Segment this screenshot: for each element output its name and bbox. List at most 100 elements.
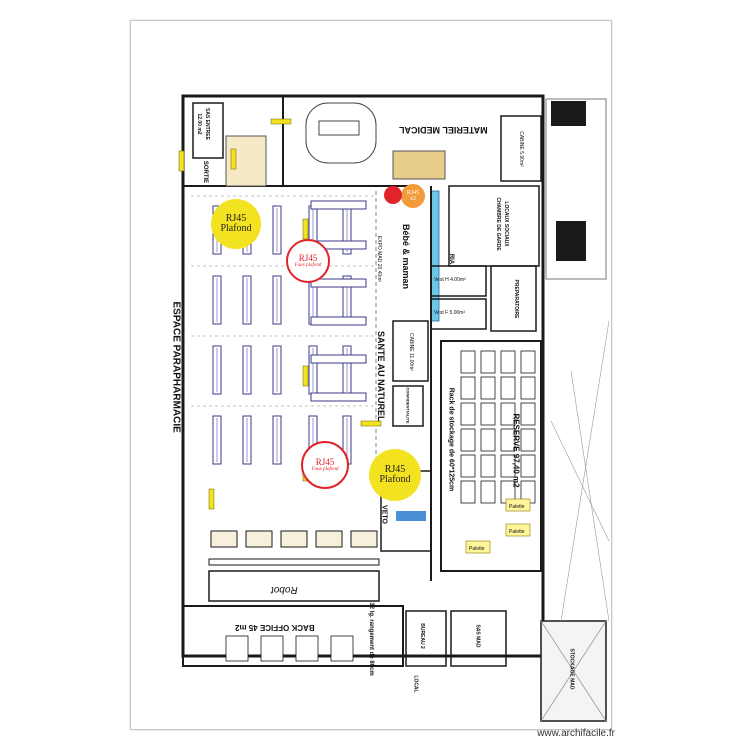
flow-arrow [230, 148, 237, 170]
storage-rack [500, 350, 516, 374]
rj45-marker-sub: Faux plafond [294, 263, 322, 269]
confidentialite [392, 385, 424, 427]
label-expo-mad: EXPO MAD 20.40m² [376, 235, 382, 283]
flow-arrow [302, 365, 309, 387]
flow-arrow [360, 420, 382, 427]
label-robot: Robot [271, 584, 298, 595]
display-row [310, 316, 367, 326]
storage-rack [500, 376, 516, 400]
label-chambre-garde: CHAMBRE DE GARDE [495, 197, 501, 251]
label-bureau-2: BUREAU 2 [418, 623, 425, 649]
back-office [182, 605, 404, 667]
fire-alarm-icon [384, 186, 402, 204]
watermark: www.archifacile.fr [537, 728, 615, 739]
rj45-marker-veto: RJ45 Faux plafond [301, 441, 349, 489]
display-row [310, 278, 367, 288]
sales-counter [280, 530, 308, 548]
flow-arrow [208, 488, 215, 510]
rj45-marker-top-right: RJ45 x2 [401, 184, 425, 208]
rj45-marker-label: RJ45 [406, 189, 420, 196]
ria-strip [430, 190, 440, 322]
office-desk [295, 635, 319, 662]
flow-arrow [178, 150, 185, 172]
rj45-marker-label: RJ45 [298, 252, 318, 263]
storage-rack [520, 402, 536, 426]
roof-line-3 [570, 370, 610, 622]
label-sante-naturel: SANTE AU NATUREL [376, 331, 386, 422]
label-bebe-maman: Bébé & maman [401, 224, 411, 290]
sales-counter [210, 530, 238, 548]
medical-counter [392, 150, 446, 180]
rj45-marker-label: RJ45 [315, 456, 335, 467]
preparatoire [490, 265, 537, 332]
label-cabine-1: CABINE 11.00m² [408, 333, 414, 371]
storage-rack [520, 376, 536, 400]
materiel-display [305, 102, 377, 164]
rj45-marker-top-left: RJ45 Plafond [211, 199, 261, 249]
rj45-marker-veto-plafond: RJ45 Plafond [369, 449, 421, 501]
office-desk [225, 635, 249, 662]
storage-rack [460, 428, 476, 452]
label-back-office: BACK OFFICE 45 m2 [235, 623, 315, 632]
label-local: LOCAL [412, 675, 419, 693]
flow-arrow [302, 218, 309, 240]
label-rangement: 32 lg. rangement de 80cm [368, 602, 374, 676]
label-espace-parapharmacie: ESPACE PARAPHARMACIE [170, 301, 182, 433]
title-logo [551, 101, 586, 126]
palette-box [465, 540, 491, 554]
roof-line [550, 420, 610, 542]
storage-rack [480, 350, 496, 374]
rj45-marker-label: RJ45 [225, 212, 247, 224]
storage-rack [480, 480, 496, 504]
label-ria: RIA [448, 253, 454, 265]
label-rack: Rack de stockage de 60*125cm [447, 387, 455, 492]
label-stockage-mad: STOCKAGE MAD [568, 648, 575, 690]
label-palette-1: Palette [509, 504, 525, 510]
display-row [310, 354, 367, 364]
storage-rack [460, 350, 476, 374]
shelving-group [191, 195, 376, 465]
storage-rack [500, 402, 516, 426]
floor-plan-sheet: MATERIEL MEDICAL ESPACE PARAPHARMACIE Bé… [130, 20, 612, 730]
rack-group [460, 350, 536, 504]
rj45-marker-label: RJ45 [384, 463, 406, 475]
palette-group [465, 498, 531, 554]
bureau-2 [405, 610, 447, 667]
label-locaux-sociaux: LOCAUX SOCIAUX [503, 201, 509, 247]
rj45-marker-expo: RJ45 Faux plafond [286, 239, 330, 283]
roof-line-2 [560, 320, 610, 622]
label-vest-h: Vest H 4.00m² [434, 277, 466, 283]
title-logo-2 [556, 221, 586, 261]
storage-rack [480, 428, 496, 452]
sales-counter [245, 530, 273, 548]
arrow-group [178, 118, 382, 510]
label-materiel-medical: MATERIEL MEDICAL [399, 125, 488, 135]
storage-rack [460, 402, 476, 426]
label-preparatoire: PREPARATOIRE [513, 279, 519, 319]
counter-group [208, 530, 380, 662]
label-vest-f: Vest F 5.00m² [434, 310, 466, 316]
floor-plan-drawing [178, 94, 610, 722]
sales-counter [350, 530, 378, 548]
outer-wall [181, 94, 545, 658]
robot-area [208, 570, 380, 602]
storage-rack [520, 350, 536, 374]
label-cabine-2: CABINE 5.90m² [518, 131, 524, 167]
storage-rack [460, 376, 476, 400]
cabine-1 [392, 320, 429, 382]
storage-rack [500, 454, 516, 478]
storage-rack [460, 480, 476, 504]
label-reserve: RESERVE 97,40 m2 [511, 413, 521, 488]
flow-arrow [270, 118, 292, 125]
office-desk [260, 635, 284, 662]
storage-rack [460, 454, 476, 478]
rj45-marker-sub: Plafond [379, 474, 411, 485]
palette-box [505, 523, 531, 537]
storage-rack [480, 376, 496, 400]
label-sas-mad: SAS MAD [474, 624, 481, 648]
storage-rack [520, 454, 536, 478]
label-sortie: SORTIE [202, 160, 208, 184]
locaux-sociaux [448, 185, 540, 267]
blue-counter [396, 511, 426, 521]
cabine-top [500, 115, 542, 182]
